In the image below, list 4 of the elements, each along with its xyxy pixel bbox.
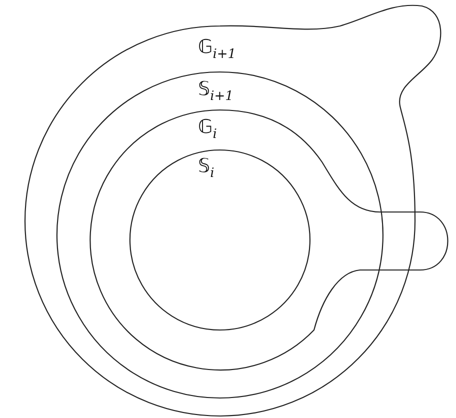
set-label: 𝕊$_{i}$ [198, 155, 214, 183]
set-label: 𝔾$_{i}$ [198, 116, 217, 144]
set-label: 𝔾$_{i+1}$ [198, 36, 236, 64]
set-label: 𝕊$_{i+1}$ [198, 78, 234, 106]
